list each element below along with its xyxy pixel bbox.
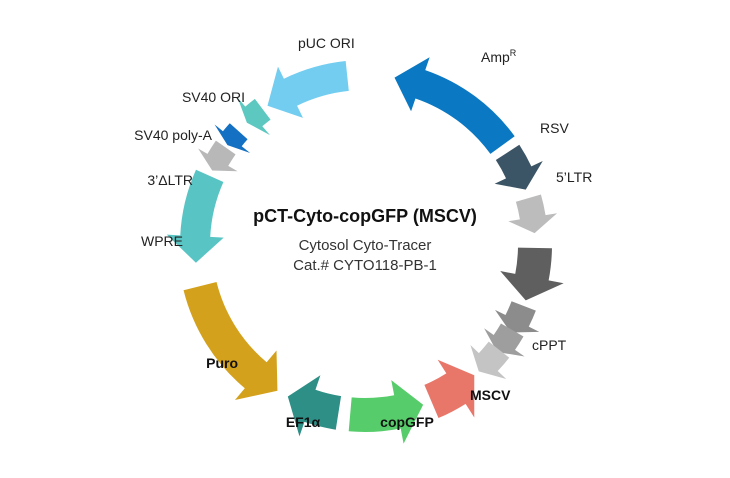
feature-arrow-dark [500, 247, 564, 301]
feature-label-puro: Puro [206, 355, 238, 371]
feature-arrow-ef1a [287, 375, 342, 437]
plasmid-subtitle: Cytosol Cyto-Tracer [299, 237, 432, 254]
feature-arrow-gray2 [484, 323, 525, 357]
feature-label-sup-amp: R [510, 48, 517, 58]
feature-arrow-sv40pa [214, 123, 251, 153]
feature-label-sv40pa: SV40 poly-A [134, 127, 212, 143]
feature-label-ltr5: 5’LTR [556, 169, 592, 185]
feature-label-ltr3: 3’ΔLTR [147, 172, 193, 188]
feature-label-wpre: WPRE [141, 233, 183, 249]
feature-arrow-ltr5 [508, 194, 558, 234]
feature-arrow-wpre [166, 169, 224, 263]
feature-arcs [166, 57, 564, 444]
plasmid-title: pCT-Cyto-copGFP (MSCV) [253, 206, 477, 226]
feature-label-ef1a: EF1α [286, 414, 321, 430]
feature-arrow-ltr3 [198, 140, 238, 172]
feature-arrow-gray1 [495, 301, 540, 333]
feature-label-sv40ori: SV40 ORI [182, 89, 245, 105]
feature-label-cppt: cPPT [532, 337, 567, 353]
feature-arrow-mscv [424, 359, 475, 419]
feature-label-amp: AmpR [481, 48, 517, 65]
feature-arrow-copgfp [348, 380, 424, 444]
feature-arrow-puro [183, 282, 278, 400]
feature-arrow-amp [394, 57, 515, 154]
feature-label-mscv: MSCV [470, 387, 511, 403]
feature-labels: AmpR RSV 5’LTR cPPT MSCV copGFP EF1α Puro WPRE 3’… [134, 35, 592, 430]
feature-arrow-rsv [494, 144, 543, 190]
feature-arrow-cppt [470, 341, 510, 380]
feature-label-puc: pUC ORI [298, 35, 355, 51]
feature-label-copgfp: copGFP [380, 414, 434, 430]
feature-arrow-sv40ori [237, 97, 271, 136]
feature-arrow-puc [267, 61, 349, 118]
feature-label-rsv: RSV [540, 120, 569, 136]
catalog-number: Cat.# CYTO118-PB-1 [293, 257, 437, 274]
